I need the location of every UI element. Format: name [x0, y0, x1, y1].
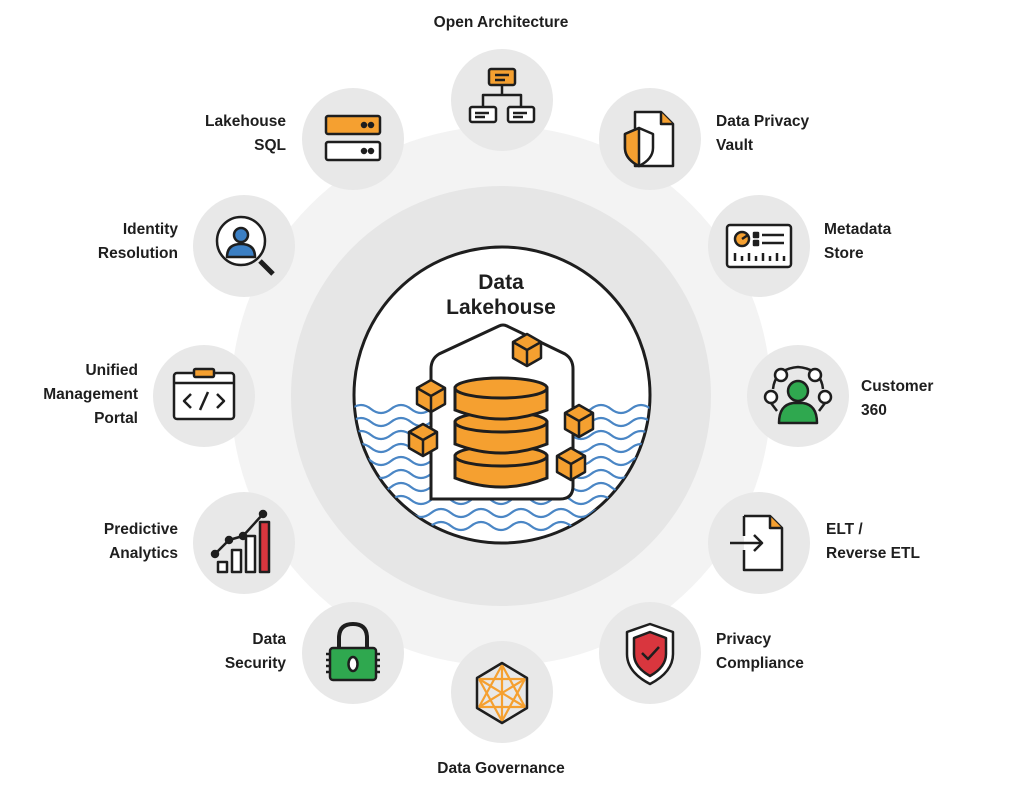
label-line: Data Privacy — [716, 113, 810, 130]
label-line: Security — [224, 655, 286, 672]
label-line: Privacy — [716, 631, 772, 648]
node-customer-360[interactable] — [747, 345, 849, 447]
label-line: Data — [252, 631, 286, 648]
node-data-privacy-vault[interactable] — [599, 88, 701, 190]
label-line: Unified — [85, 362, 138, 379]
label-line: Open Architecture — [433, 14, 569, 31]
hierarchy-icon — [468, 67, 536, 124]
label-line: Metadata — [824, 221, 892, 238]
core-title-line1: Data — [478, 271, 524, 294]
node-predictive-analytics[interactable] — [193, 492, 295, 594]
node-elt-reverse-etl[interactable] — [708, 492, 810, 594]
cube-icon — [555, 446, 587, 482]
cube-icon — [511, 332, 543, 368]
padlock-icon — [326, 622, 380, 682]
node-metadata-store[interactable] — [708, 195, 810, 297]
customer-network-icon — [763, 365, 833, 425]
node-data-governance[interactable] — [451, 641, 553, 743]
label-data-security: Data Security — [225, 628, 286, 676]
label-line: Compliance — [716, 655, 804, 672]
user-search-icon — [215, 215, 275, 276]
label-line: Data Governance — [437, 760, 565, 777]
label-predictive-analytics: Predictive Analytics — [104, 518, 178, 566]
node-data-security[interactable] — [302, 602, 404, 704]
label-line: SQL — [254, 137, 286, 154]
label-line: ELT / — [826, 521, 863, 538]
file-import-icon — [730, 514, 784, 572]
label-line: 360 — [861, 402, 887, 419]
label-line: Lakehouse — [205, 113, 286, 130]
label-line: Predictive — [103, 521, 178, 538]
label-privacy-compliance: Privacy Compliance — [716, 628, 804, 676]
label-line: Analytics — [109, 545, 178, 562]
label-line: Resolution — [97, 245, 178, 262]
cube-icon — [407, 422, 439, 458]
shield-document-icon — [623, 110, 675, 168]
node-open-architecture[interactable] — [451, 49, 553, 151]
label-data-governance: Data Governance — [401, 757, 601, 781]
label-identity-resolution: Identity Resolution — [98, 218, 178, 266]
node-identity-resolution[interactable] — [193, 195, 295, 297]
label-customer-360: Customer 360 — [861, 375, 933, 423]
data-lakehouse-core — [352, 245, 652, 545]
label-line: Portal — [94, 410, 138, 427]
label-line: Identity — [122, 221, 178, 238]
node-lakehouse-sql[interactable] — [302, 88, 404, 190]
label-line: Vault — [716, 137, 754, 154]
label-lakehouse-sql: Lakehouse SQL — [205, 110, 286, 158]
label-line: Store — [824, 245, 864, 262]
code-folder-icon — [172, 367, 236, 421]
label-unified-management-portal: Unified Management Portal — [43, 359, 138, 431]
database-cylinder-icon — [453, 376, 549, 489]
label-line: Management — [43, 386, 138, 403]
label-open-architecture: Open Architecture — [401, 11, 601, 35]
label-line: Reverse ETL — [826, 545, 920, 562]
core-title-line2: Lakehouse — [446, 296, 556, 319]
label-elt-reverse-etl: ELT / Reverse ETL — [826, 518, 920, 566]
network-polygon-icon — [475, 661, 529, 725]
shield-check-icon — [625, 622, 675, 686]
label-metadata-store: Metadata Store — [824, 218, 891, 266]
core-title: Data Lakehouse — [401, 270, 601, 320]
bar-chart-trend-icon — [210, 509, 271, 574]
database-server-icon — [324, 114, 382, 162]
cube-icon — [415, 378, 447, 414]
cube-icon — [563, 403, 595, 439]
label-data-privacy-vault: Data Privacy Vault — [716, 110, 809, 158]
node-unified-management-portal[interactable] — [153, 345, 255, 447]
node-privacy-compliance[interactable] — [599, 602, 701, 704]
label-line: Customer — [861, 378, 934, 395]
dashboard-panel-icon — [725, 223, 793, 269]
